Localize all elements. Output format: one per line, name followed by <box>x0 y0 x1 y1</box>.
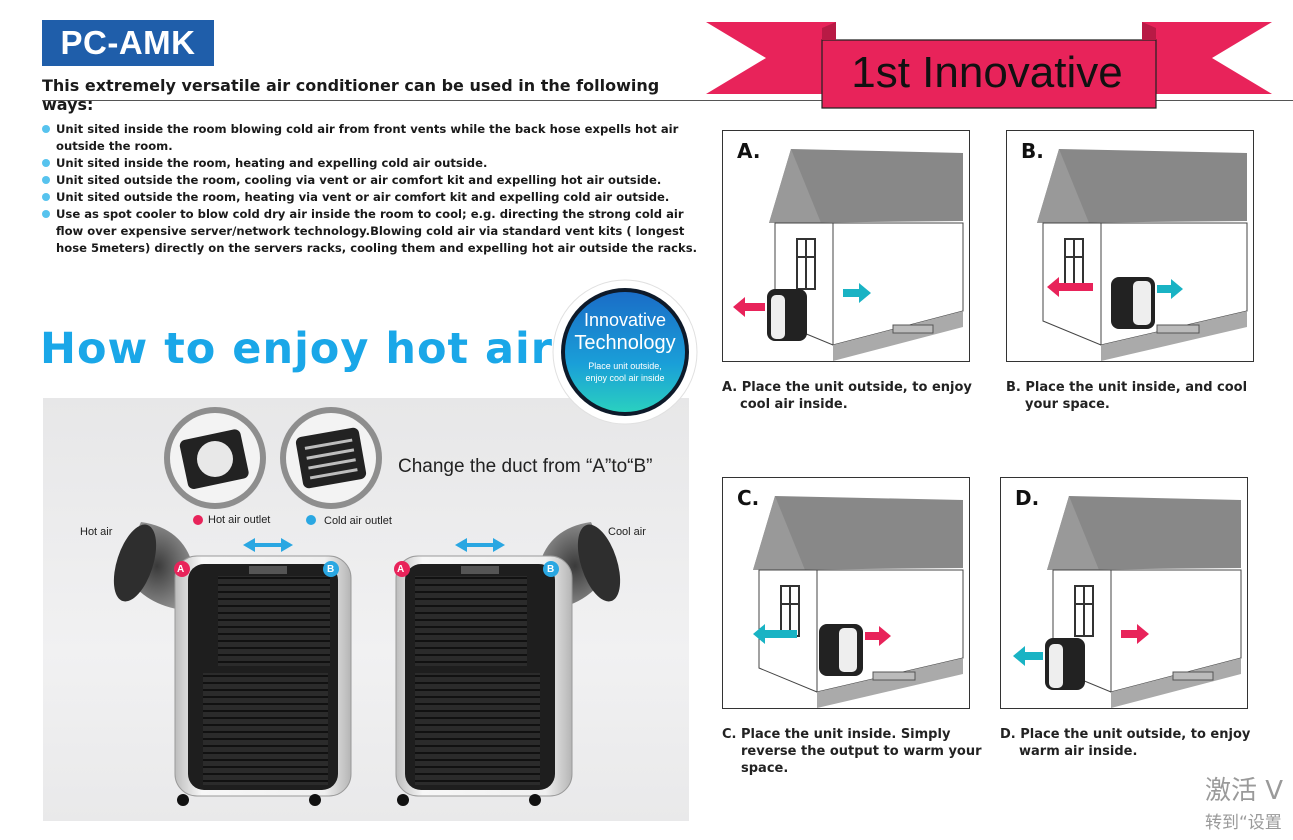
house-illustration <box>733 149 964 361</box>
caption-line: your space. <box>1025 397 1110 412</box>
caption-line: D. Place the unit outside, to enjoy <box>1000 727 1251 742</box>
banner-title: 1st Innovative <box>851 48 1123 97</box>
house-illustration <box>753 496 964 708</box>
marker-b: B <box>327 564 335 575</box>
marker-b: B <box>547 564 555 575</box>
card-letter: D. <box>1015 486 1040 510</box>
scenario-card-a: A. <box>722 130 970 362</box>
scenario-card-b: B. <box>1006 130 1254 362</box>
caption-line: A. Place the unit outside, to enjoy <box>722 380 972 395</box>
list-item: Unit sited outside the room, heating via… <box>42 189 702 206</box>
marker-a: A <box>397 564 405 575</box>
list-item: Unit sited outside the room, cooling via… <box>42 172 702 189</box>
model-badge: PC-AMK <box>42 20 214 66</box>
bullet-dot-icon <box>42 159 50 167</box>
usage-bullet-list: Unit sited inside the room blowing cold … <box>42 121 702 257</box>
scenario-card-c: C. <box>722 477 970 709</box>
bullet-dot-icon <box>42 125 50 133</box>
scenario-card-d: D. <box>1000 477 1248 709</box>
marker-a: A <box>177 564 185 575</box>
caption-line: B. Place the unit inside, and cool <box>1006 380 1248 395</box>
cool-air-label: Cool air <box>608 526 646 538</box>
cold-air-outlet-label: Cold air outlet <box>324 515 392 527</box>
bullet-text: Unit sited inside the room blowing cold … <box>56 122 679 153</box>
activation-watermark-sub: 转到“设置 <box>1205 813 1282 833</box>
hot-air-label: Hot air <box>80 526 113 538</box>
card-caption-b: B. Place the unit inside, and cool your … <box>1006 379 1256 413</box>
caption-line: reverse the output to warm your <box>741 744 982 759</box>
caption-line: C. Place the unit inside. Simply <box>722 727 951 742</box>
caption-line: cool air inside. <box>740 397 848 412</box>
badge-line2: Technology <box>574 332 676 354</box>
change-duct-text: Change the duct from “A”to“B” <box>398 456 653 477</box>
list-item: Use as spot cooler to blow cold dry air … <box>42 206 702 257</box>
innovative-technology-badge <box>552 279 698 425</box>
caption-line: warm air inside. <box>1019 744 1138 759</box>
house-illustration <box>1037 149 1248 361</box>
bullet-text: Unit sited inside the room, heating and … <box>56 156 488 170</box>
portable-ac-units-illustration <box>113 407 621 806</box>
how-to-heading: How to enjoy hot air <box>40 324 553 374</box>
badge-line3: Place unit outside, <box>588 361 662 371</box>
card-letter: B. <box>1021 139 1044 163</box>
bullet-dot-icon <box>42 176 50 184</box>
bullet-dot-icon <box>42 193 50 201</box>
list-item: Unit sited inside the room, heating and … <box>42 155 702 172</box>
bullet-text: Use as spot cooler to blow cold dry air … <box>56 207 698 255</box>
caption-line: space. <box>741 761 789 776</box>
badge-line4: enjoy cool air inside <box>585 373 665 383</box>
card-letter: A. <box>737 139 761 163</box>
card-caption-a: A. Place the unit outside, to enjoy cool… <box>722 379 972 413</box>
product-photo-panel: Hot air Cool air Hot air outlet Cold air… <box>43 398 689 821</box>
card-caption-c: C. Place the unit inside. Simply reverse… <box>722 726 982 777</box>
badge-line1: Innovative <box>583 310 667 330</box>
hot-air-outlet-label: Hot air outlet <box>208 514 271 526</box>
house-illustration <box>1013 496 1242 708</box>
list-item: Unit sited inside the room blowing cold … <box>42 121 702 155</box>
innovative-ribbon-banner <box>706 22 1272 109</box>
intro-subtitle: This extremely versatile air conditioner… <box>42 76 660 114</box>
card-letter: C. <box>737 486 760 510</box>
bullet-text: Unit sited outside the room, cooling via… <box>56 173 662 187</box>
card-caption-d: D. Place the unit outside, to enjoy warm… <box>1000 726 1260 760</box>
activation-watermark: 激活 V <box>1205 776 1284 806</box>
bullet-text: Unit sited outside the room, heating via… <box>56 190 670 204</box>
header-divider <box>42 100 1293 101</box>
bullet-dot-icon <box>42 210 50 218</box>
